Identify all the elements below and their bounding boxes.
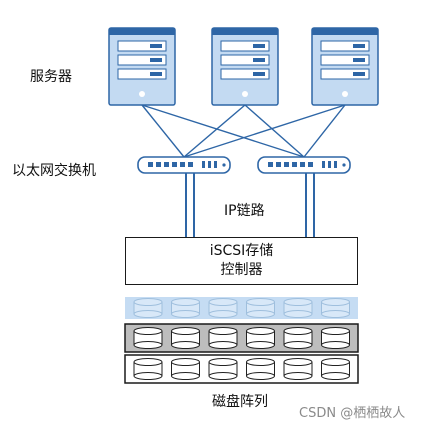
disk-icon [133, 327, 163, 349]
disk-icon [171, 327, 200, 349]
server-switch-link [141, 104, 305, 158]
disk-array-label: 磁盘阵列 [212, 394, 268, 410]
disk-icon [321, 298, 350, 318]
server-group [108, 27, 379, 106]
disk-icon [208, 358, 238, 380]
disk-array [124, 297, 359, 384]
disk-icon [321, 358, 350, 380]
server-switch-link [183, 104, 346, 158]
disk-icon [283, 327, 313, 349]
disk-icon [208, 298, 238, 318]
server-switch-link [141, 104, 185, 158]
disk-icon [171, 358, 200, 380]
switch-icon [257, 156, 351, 174]
switch-icon [137, 156, 231, 174]
server-icon [311, 27, 379, 106]
server-icon [108, 27, 176, 106]
network-links [141, 104, 346, 237]
ip-link-label: IP链路 [224, 203, 265, 219]
disk-icon [133, 298, 163, 318]
disk-icon [283, 358, 313, 380]
server-switch-link [244, 104, 305, 158]
disk-row [124, 323, 359, 353]
controller-line-1: iSCSI存储 [209, 243, 274, 259]
controller-line-2: 控制器 [220, 262, 263, 278]
servers-label: 服务器 [30, 69, 72, 85]
iscsi-controller: iSCSI存储 控制器 [125, 237, 358, 285]
server-icon [211, 27, 279, 106]
disk-icon [246, 358, 275, 380]
disk-icon [171, 298, 200, 318]
server-switch-link [303, 104, 346, 158]
disk-icon [321, 327, 350, 349]
server-switch-link [183, 104, 246, 158]
disk-icon [208, 327, 238, 349]
switches-label: 以太网交换机 [12, 163, 96, 179]
switch-group [137, 156, 351, 174]
disk-icon [133, 358, 163, 380]
watermark: CSDN @栖栖故人 [299, 406, 406, 421]
disk-icon [246, 327, 275, 349]
disk-icon [283, 298, 313, 318]
disk-icon [246, 298, 275, 318]
disk-row [124, 354, 359, 384]
